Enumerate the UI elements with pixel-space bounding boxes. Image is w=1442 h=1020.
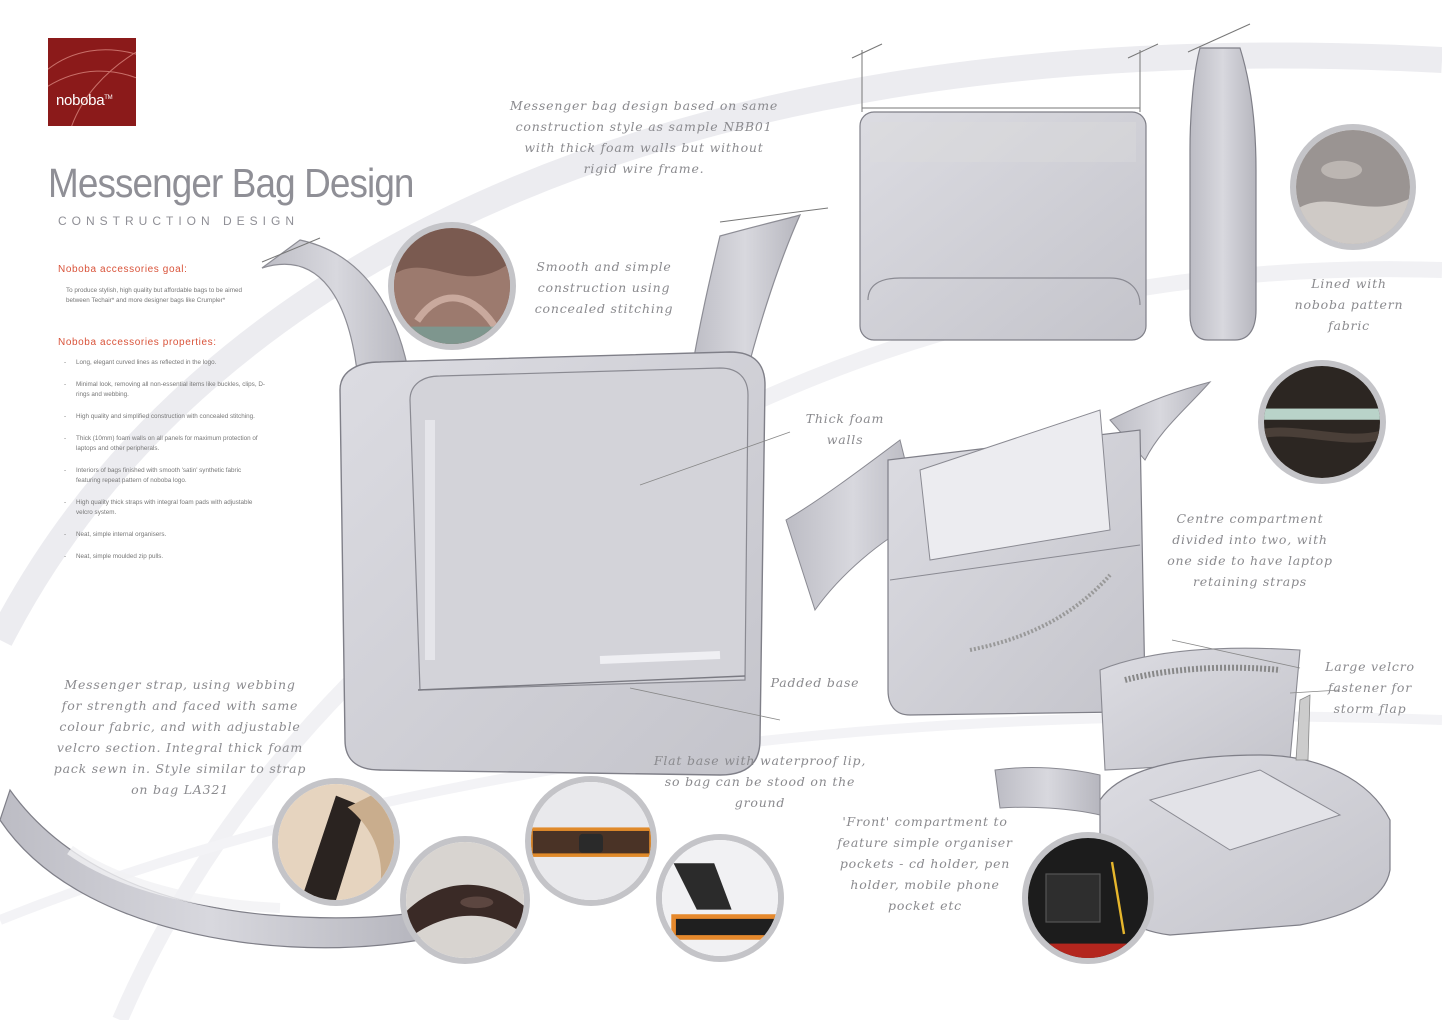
properties-list: Long, elegant curved lines as reflected … — [62, 358, 266, 574]
strap-pad-photo — [272, 778, 400, 906]
goal-heading: Noboba accessories goal: — [58, 264, 188, 275]
list-item: Long, elegant curved lines as reflected … — [62, 358, 266, 368]
annotation-construction: Messenger bag design based on same const… — [509, 98, 779, 176]
front-view-sketch — [851, 43, 1159, 341]
lining-fabric-photo — [1290, 124, 1416, 250]
annotation-velcro: Large velcro fastener for storm flap — [1325, 659, 1415, 716]
page-title: Messenger Bag Design — [48, 160, 414, 206]
annotation-centre-compartment: Centre compartment divided into two, wit… — [1167, 511, 1333, 589]
annotation-strap: Messenger strap, using webbing for stren… — [53, 677, 307, 797]
page-subtitle: CONSTRUCTION DESIGN — [58, 214, 300, 228]
flap-open-bag-sketch — [994, 639, 1391, 936]
velcro-strap-photo — [525, 776, 657, 906]
annotation-flat-base: Flat base with waterproof lip, so bag ca… — [653, 753, 867, 810]
annotation-padded-base: Padded base — [770, 675, 860, 690]
list-item: High quality and simplified construction… — [62, 412, 266, 422]
organiser-pocket-photo — [1022, 832, 1154, 964]
stitching-detail-photo — [388, 222, 516, 350]
list-item: Interiors of bags finished with smooth '… — [62, 466, 266, 486]
laptop-compartment-photo — [1258, 360, 1386, 484]
list-item: Neat, simple internal organisers. — [62, 530, 266, 540]
properties-heading: Noboba accessories properties: — [58, 337, 217, 348]
list-item: Thick (10mm) foam walls on all panels fo… — [62, 434, 266, 454]
open-bag-sketch — [785, 381, 1212, 716]
list-item: Minimal look, removing all non-essential… — [62, 380, 266, 400]
annotation-stitching: Smooth and simple construction using con… — [534, 259, 674, 316]
side-view-sketch — [1187, 23, 1257, 341]
annotation-front-compartment: 'Front' compartment to feature simple or… — [837, 814, 1013, 913]
strap-foam-photo — [400, 836, 530, 964]
noboba-logo: nobobaTM — [48, 38, 136, 126]
annotation-foam-walls: Thick foam walls — [805, 411, 885, 447]
goal-text: To produce stylish, high quality but aff… — [66, 287, 242, 304]
list-item: High quality thick straps with integral … — [62, 498, 266, 518]
annotation-lined: Lined with noboba pattern fabric — [1294, 276, 1404, 333]
zip-pull-photo — [656, 834, 784, 962]
list-item: Neat, simple moulded zip pulls. — [62, 552, 266, 562]
logo-wordmark: nobobaTM — [56, 92, 113, 109]
main-bag-sketch — [261, 207, 829, 776]
